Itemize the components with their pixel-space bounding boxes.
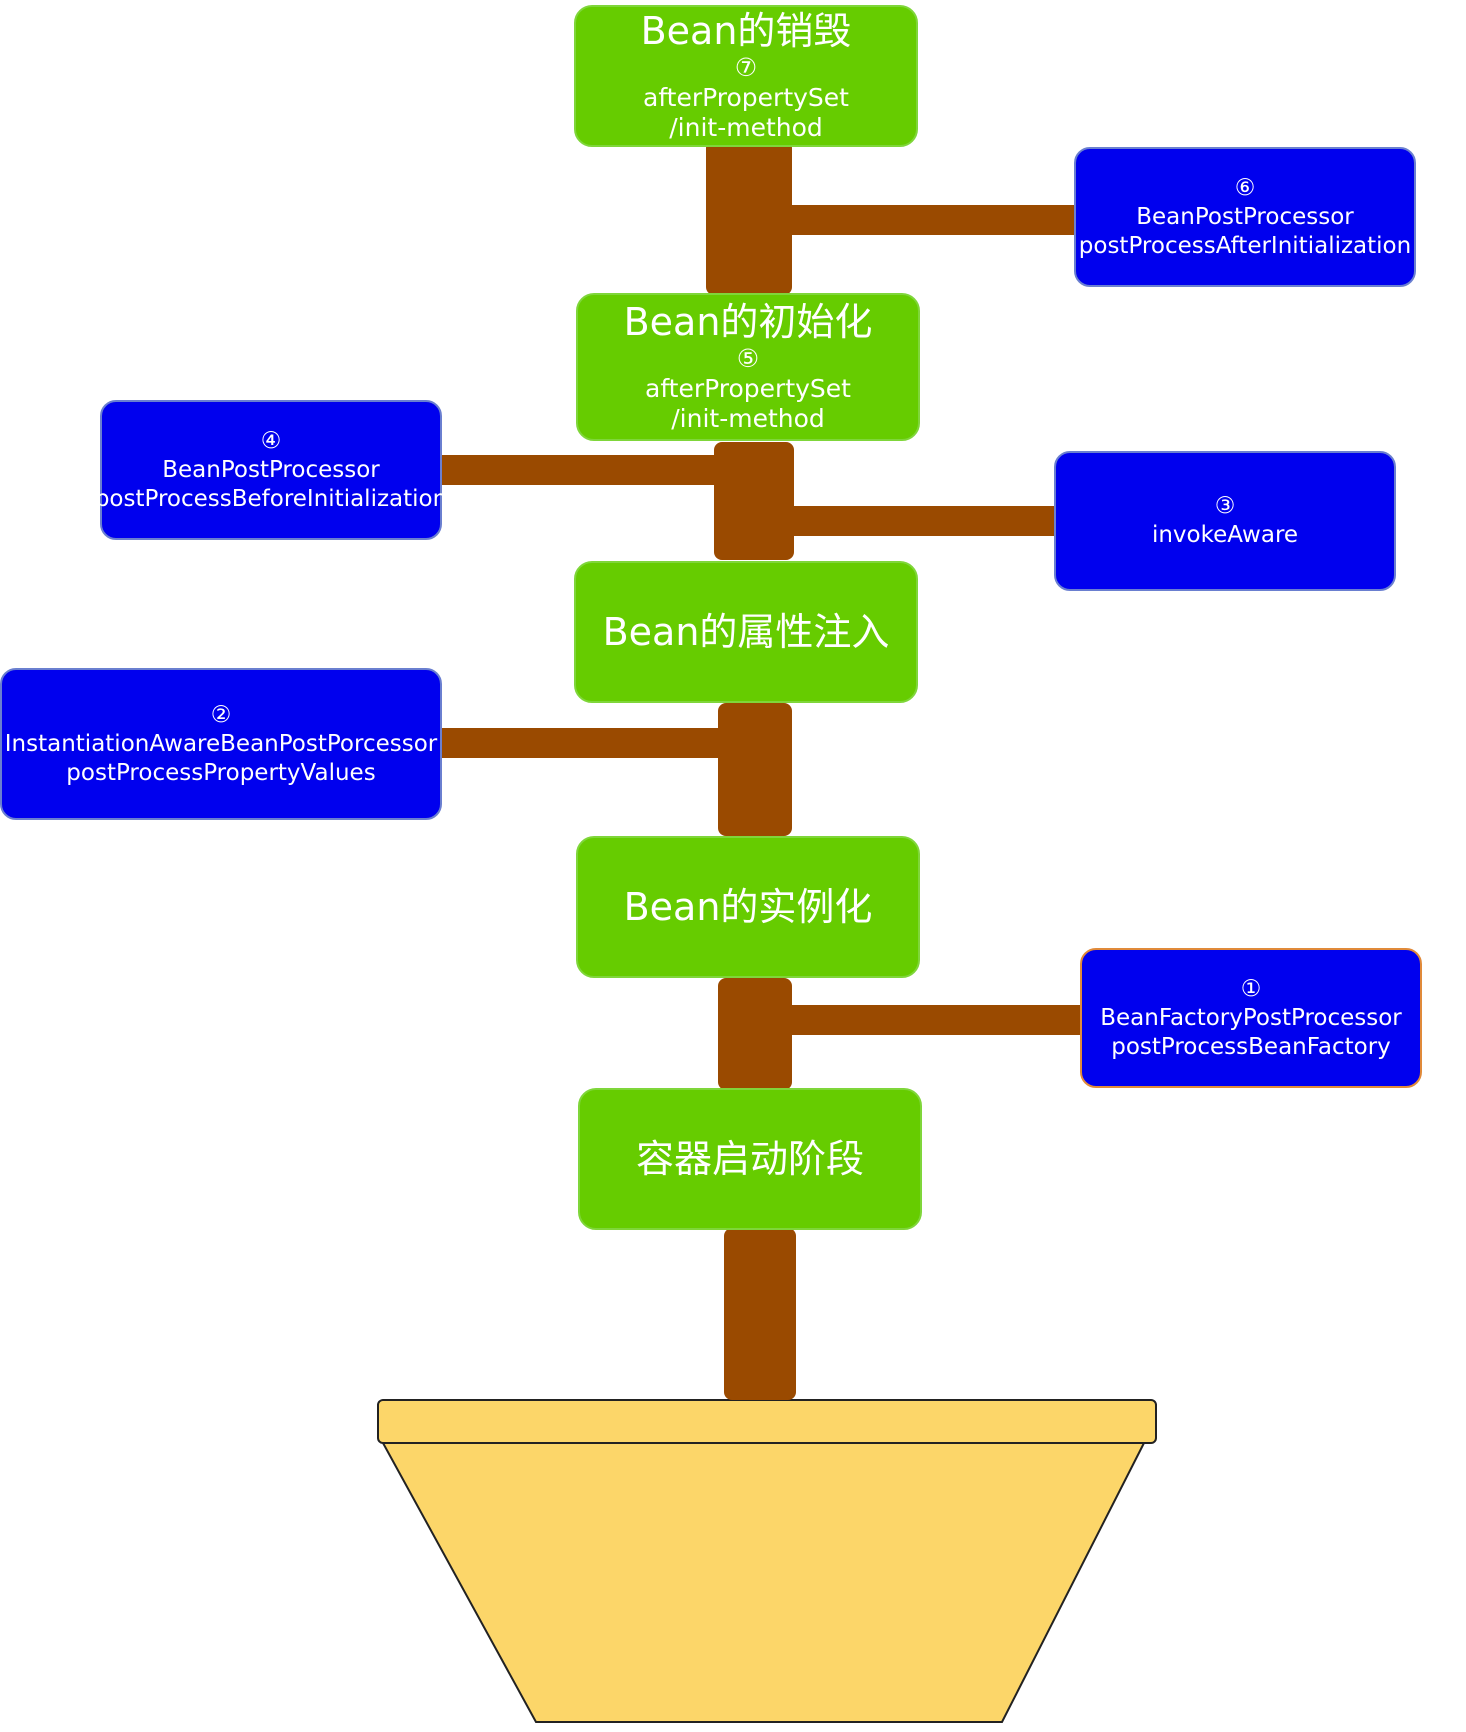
stage-destroy-line2: /init-method: [669, 113, 823, 142]
hook-2-line1: InstantiationAwareBeanPostPorcessor: [4, 730, 438, 757]
hook-1-line2: postProcessBeanFactory: [1111, 1033, 1391, 1060]
stage-init-line1: afterPropertySet: [645, 374, 851, 403]
branch-to-hook-4: [440, 455, 716, 485]
hook-2-line2: postProcessPropertyValues: [66, 759, 376, 786]
hook-4-step: ④: [260, 427, 282, 454]
trunk-segment-startup-instantiate: [718, 978, 792, 1090]
hook-4-line2: postProcessBeforeInitialization: [94, 485, 448, 512]
trunk-segment-init-destroy: [706, 140, 792, 295]
hook-3-line1: invokeAware: [1151, 522, 1299, 548]
hook-6-line1: BeanPostProcessor: [1136, 203, 1354, 230]
hook-6-step: ⑥: [1234, 174, 1256, 201]
hook-6-box: ⑥ BeanPostProcessor postProcessAfterInit…: [1074, 147, 1416, 287]
hook-3-box: ③ invokeAware: [1054, 451, 1396, 591]
trunk-segment-base: [724, 1228, 796, 1400]
stage-destroy-line1: afterPropertySet: [643, 83, 849, 112]
branch-to-hook-1: [790, 1005, 1080, 1035]
stage-init: Bean的初始化 ⑤ afterPropertySet /init-method: [576, 293, 920, 441]
stage-init-step: ⑤: [736, 344, 760, 373]
hook-2-box: ② InstantiationAwareBeanPostPorcessor po…: [0, 668, 442, 820]
stage-startup-title: 容器启动阶段: [635, 1137, 864, 1181]
hook-3-step: ③: [1214, 493, 1236, 519]
hook-2-step: ②: [210, 701, 232, 728]
branch-to-hook-6: [790, 205, 1075, 235]
pot-rim: [377, 1399, 1157, 1444]
stage-instantiate-title: Bean的实例化: [623, 885, 873, 929]
hook-4-line1: BeanPostProcessor: [162, 456, 380, 483]
trunk-segment-instantiate-inject: [718, 703, 792, 836]
stage-inject-title: Bean的属性注入: [602, 610, 890, 654]
hook-1-step: ①: [1240, 975, 1262, 1002]
branch-to-hook-3: [792, 506, 1055, 536]
hook-1-line1: BeanFactoryPostProcessor: [1100, 1004, 1402, 1031]
stage-inject: Bean的属性注入: [574, 561, 918, 703]
hook-4-box: ④ BeanPostProcessor postProcessBeforeIni…: [95, 400, 447, 540]
pot-body: [381, 1442, 1146, 1723]
stage-startup: 容器启动阶段: [578, 1088, 922, 1230]
stage-init-line2: /init-method: [671, 404, 825, 433]
stage-destroy-title: Bean的销毁: [640, 9, 852, 53]
stage-instantiate: Bean的实例化: [576, 836, 920, 978]
hook-1-box: ① BeanFactoryPostProcessor postProcessBe…: [1080, 948, 1422, 1088]
hook-6-line2: postProcessAfterInitialization: [1078, 232, 1412, 259]
stage-destroy-step: ⑦: [734, 53, 758, 82]
stage-destroy: Bean的销毁 ⑦ afterPropertySet /init-method: [574, 5, 918, 147]
branch-to-hook-2: [440, 728, 720, 758]
trunk-segment-inject-init: [714, 442, 794, 560]
stage-init-title: Bean的初始化: [623, 300, 873, 344]
